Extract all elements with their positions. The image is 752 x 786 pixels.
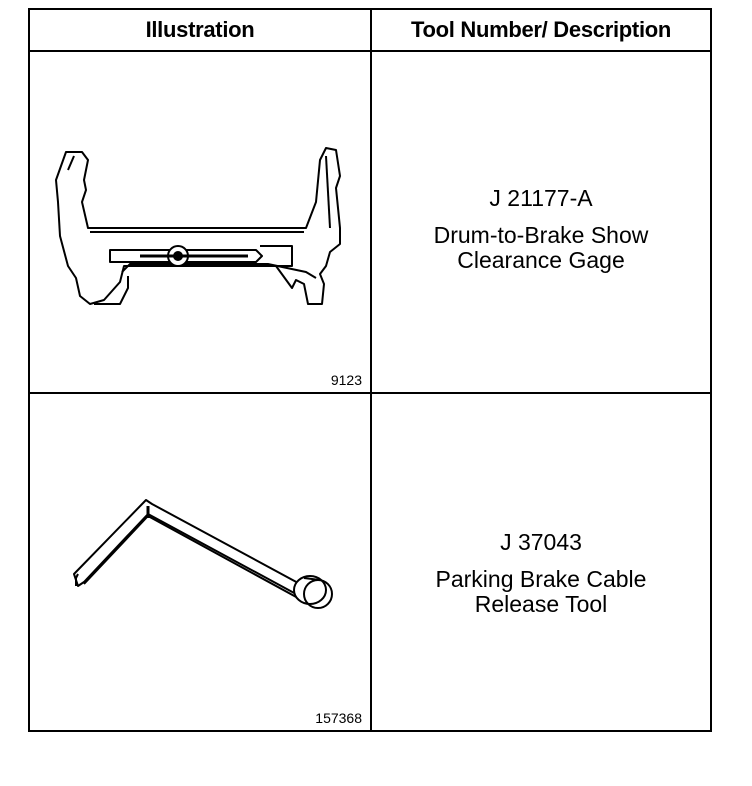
tool-description-line: Parking Brake Cable <box>435 566 647 592</box>
tool-description-line: Clearance Gage <box>457 247 625 273</box>
tool-number: J 37043 <box>500 529 582 555</box>
column-divider <box>370 10 372 730</box>
tool-table: Illustration Tool Number/ Description <box>28 8 712 732</box>
tool-number: J 21177-A <box>489 185 593 211</box>
tool-description-line: Drum-to-Brake Show <box>433 222 649 248</box>
illustration-cell: 9123 <box>30 52 370 392</box>
table-row: 157368 J 37043 Parking Brake Cable Relea… <box>30 394 710 730</box>
tool-description-line: Release Tool <box>474 591 608 617</box>
figure-number: 157368 <box>315 710 362 726</box>
header-tool-description: Tool Number/ Description <box>410 17 672 42</box>
illustration-cell: 157368 <box>30 394 370 730</box>
release-tool-illustration <box>73 499 333 609</box>
figure-number: 9123 <box>330 372 362 388</box>
table-row: 9123 J 21177-A Drum-to-Brake Show Cleara… <box>30 52 710 394</box>
description-cell: J 21177-A Drum-to-Brake Show Clearance G… <box>372 52 710 392</box>
clearance-gage-illustration <box>55 147 341 305</box>
description-cell: J 37043 Parking Brake Cable Release Tool <box>372 394 710 730</box>
header-illustration: Illustration <box>145 17 255 42</box>
